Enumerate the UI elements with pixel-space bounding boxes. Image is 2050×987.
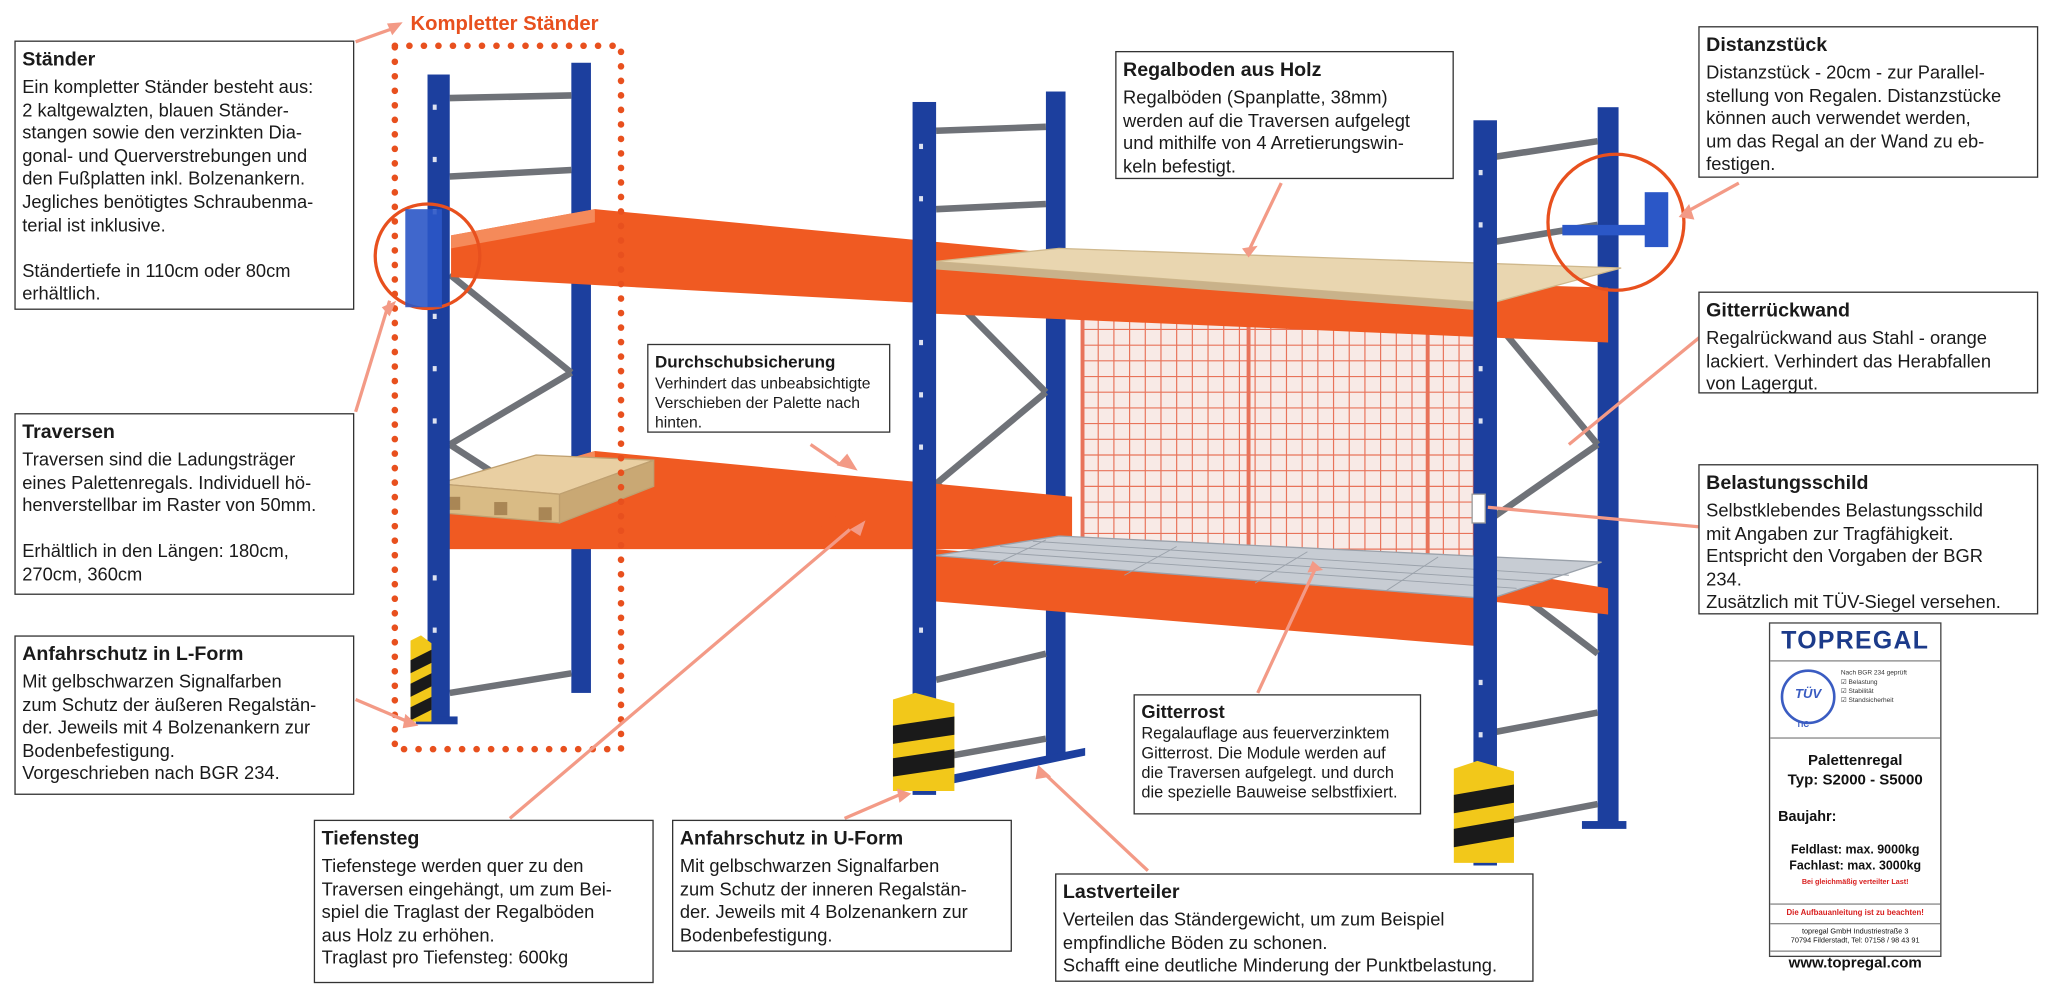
spacer-highlight <box>1546 152 1686 292</box>
callout-belastungsschild: Belastungsschild Selbstklebendes Belastu… <box>1698 464 2039 615</box>
callout-traversen: Traversen Traversen sind die Ladungsträg… <box>14 413 355 595</box>
corner-guard-u-middle <box>892 692 955 791</box>
plate-loads: Feldlast: max. 9000kg Fachlast: max. 300… <box>1789 843 1922 887</box>
callout-title: Ständer <box>22 48 96 71</box>
callout-text: Regalrückwand aus Stahl - orange lackier… <box>1706 326 1992 394</box>
callout-text: Mit gelbschwarzen Signalfarben zum Schut… <box>679 855 968 945</box>
callout-title: Lastverteiler <box>1062 881 1180 904</box>
callout-durchschubsicherung: Durchschubsicherung Verhindert das unbea… <box>647 343 891 433</box>
callout-title: Belastungsschild <box>1706 471 1869 495</box>
tuv-seal-icon: TÜV <box>1780 669 1836 725</box>
callout-text: Regalböden (Spanplatte, 38mm) werden auf… <box>1123 86 1411 177</box>
callout-title: Gitterrückwand <box>1706 299 1851 322</box>
plate-baujahr: Baujahr: <box>1778 809 1837 825</box>
callout-arrowheads <box>381 22 1695 803</box>
callout-gitterrueckwand: Gitterrückwand Regalrückwand aus Stahl -… <box>1698 291 2039 394</box>
callout-title: Durchschubsicherung <box>655 351 836 372</box>
corner-guard-l <box>410 635 432 722</box>
spacer-part <box>1562 192 1669 248</box>
corner-guard-u-right <box>1453 760 1514 863</box>
callout-anfahrschutz-l: Anfahrschutz in L-Form Mit gelbschwarzen… <box>14 635 355 795</box>
plate-warning: Die Aufbauanleitung ist zu beachten! <box>1770 903 1941 918</box>
callout-text: Distanzstück - 20cm - zur Parallel- stel… <box>1706 61 2002 175</box>
upright-perforations <box>432 104 1483 738</box>
callout-anfahrschutz-u: Anfahrschutz in U-Form Mit gelbschwarzen… <box>672 819 1012 952</box>
callout-title: Anfahrschutz in U-Form <box>679 827 904 850</box>
load-sign-plate: TOPREGAL TÜV TIC Nach BGR 234 geprüft ☑ … <box>1768 622 1942 971</box>
plate-certification: TÜV TIC Nach BGR 234 geprüft ☑ Belastung… <box>1770 662 1941 739</box>
tic-label: TIC <box>1796 721 1810 730</box>
callout-text: Selbstklebendes Belastungsschild mit Ang… <box>1706 499 2001 613</box>
plate-website: www.topregal.com <box>1770 950 1941 971</box>
callout-title: Regalboden aus Holz <box>1123 58 1322 82</box>
callout-tiefensteg: Tiefensteg Tiefenstege werden quer zu de… <box>313 819 654 984</box>
callout-lastverteiler: Lastverteiler Verteilen das Ständergewic… <box>1055 873 1534 982</box>
grid-back-wall <box>1080 311 1477 584</box>
euro-pallet <box>437 454 655 524</box>
callout-lines <box>354 27 1740 872</box>
callout-text: Verteilen das Ständergewicht, um zum Bei… <box>1062 908 1498 976</box>
callout-title: Gitterrost <box>1141 700 1225 722</box>
callout-title: Tiefensteg <box>321 827 420 850</box>
callout-text: Regalauflage aus feuerverzinktem Gitterr… <box>1141 724 1398 802</box>
callout-text: Ein kompletter Ständer besteht aus: 2 ka… <box>22 75 314 304</box>
callout-text: Mit gelbschwarzen Signalfarben zum Schut… <box>22 670 317 784</box>
callout-staender: Ständer Ein kompletter Ständer besteht a… <box>14 40 355 310</box>
callout-title: Distanzstück <box>1706 33 1828 57</box>
callout-title: Anfahrschutz in L-Form <box>22 643 244 666</box>
callout-regalboden: Regalboden aus Holz Regalböden (Spanplat… <box>1115 50 1454 180</box>
callout-distanzstueck: Distanzstück Distanzstück - 20cm - zur P… <box>1698 26 2039 178</box>
load-distributor <box>415 716 1627 829</box>
plate-brand-logo: TOPREGAL <box>1770 628 1941 662</box>
plate-address: topregal GmbH Industriestraße 3 70794 Fi… <box>1770 923 1941 947</box>
plate-cert-lines: Nach BGR 234 geprüft ☑ Belastung ☑ Stabi… <box>1840 669 1907 705</box>
complete-frame-dotted-outline <box>391 42 625 753</box>
callout-text: Verhindert das unbeabsichtigte Verschieb… <box>655 373 871 432</box>
wooden-shelf <box>934 247 1622 312</box>
complete-frame-label: Kompletter Ständer <box>410 13 599 36</box>
depth-ties <box>620 499 864 540</box>
beam-connector-highlight <box>373 202 482 311</box>
callout-gitterrost: Gitterrost Regalauflage aus feuerverzink… <box>1133 694 1422 815</box>
callout-text: Traversen sind die Ladungsträger eines P… <box>22 448 317 585</box>
load-sign-mark <box>1471 493 1486 524</box>
plate-model: Palettenregal Typ: S2000 - S5000 <box>1787 753 1923 789</box>
callout-title: Traversen <box>22 420 115 444</box>
callout-text: Tiefenstege werden quer zu den Traversen… <box>321 855 612 968</box>
